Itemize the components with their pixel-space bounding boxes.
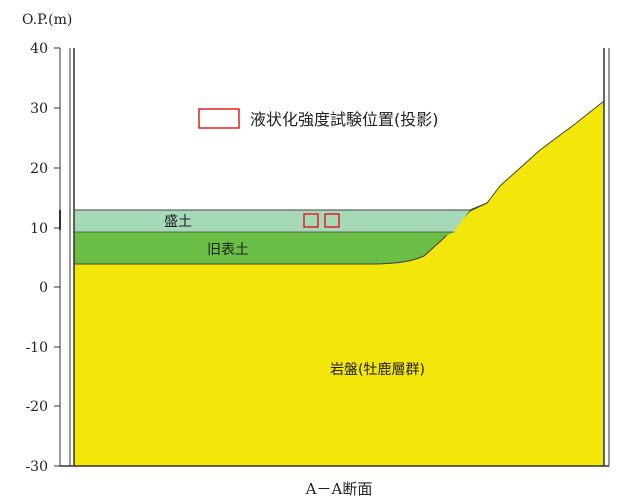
legend-marker <box>198 108 240 129</box>
legend-label: 液状化強度試験位置(投影) <box>250 110 439 129</box>
legend: 液状化強度試験位置(投影) <box>198 108 439 129</box>
section-caption: A－A断面 <box>305 480 373 498</box>
y-tick-label: 0 <box>39 280 48 296</box>
layer-fill <box>74 210 470 232</box>
right-boundary <box>603 48 610 466</box>
y-tick-label: 40 <box>30 41 48 57</box>
y-axis <box>54 47 61 467</box>
y-tick-label: -10 <box>25 340 48 356</box>
layer-boundaries <box>74 202 488 265</box>
left-boundary <box>59 48 75 466</box>
y-axis-label: O.P.(m) <box>22 12 72 28</box>
y-tick-label: -30 <box>25 459 48 475</box>
layer-label-fill: 盛土 <box>164 214 192 230</box>
y-tick-label: 10 <box>30 221 48 237</box>
layer-label-bedrock: 岩盤(牡鹿層群) <box>330 361 425 378</box>
y-tick-label: 20 <box>30 161 48 177</box>
test-position-marker <box>303 213 319 228</box>
y-tick-label: 30 <box>30 101 48 117</box>
test-position-marker <box>324 213 340 228</box>
layer-bedrock <box>73 99 605 467</box>
layer-label-old-topsoil: 旧表土 <box>207 242 249 258</box>
layer-old-topsoil <box>74 232 454 264</box>
y-tick-label: -20 <box>25 399 48 415</box>
